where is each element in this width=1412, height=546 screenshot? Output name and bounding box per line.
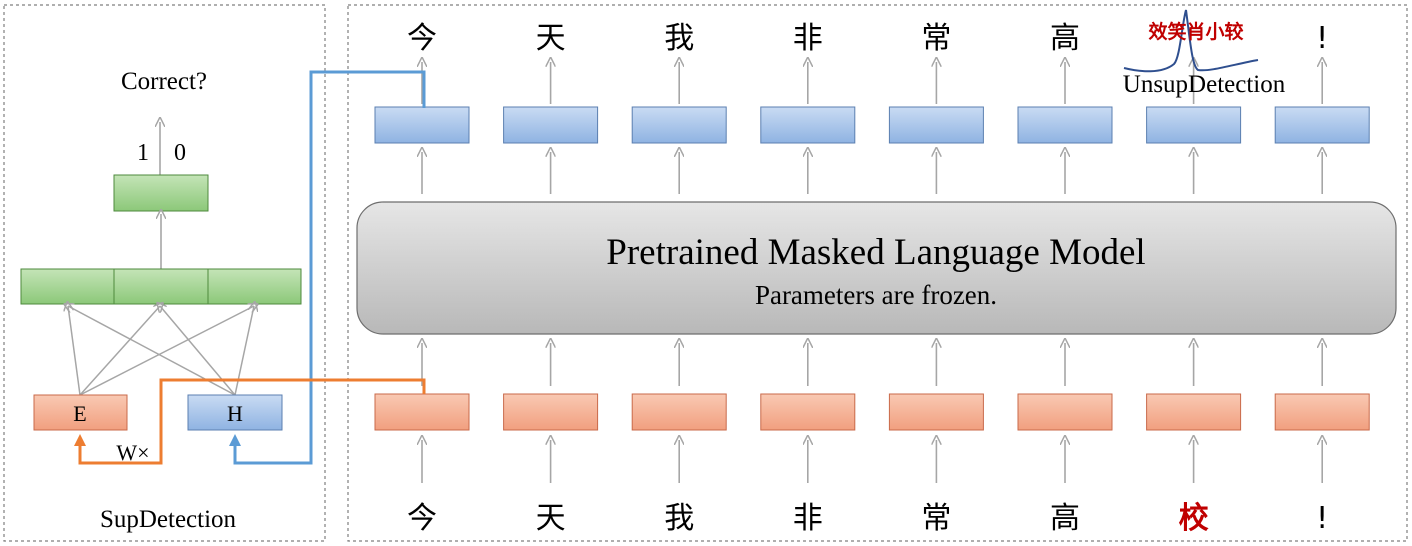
token-columns: 今今天天我我非非常常高高校!! [374, 21, 1370, 536]
unsup-detection-wave [1123, 9, 1259, 73]
input-embedding-box-7 [1274, 393, 1370, 431]
output-token-1: 天 [536, 21, 566, 56]
hidden-layer-cell-2 [113, 268, 209, 305]
output-token-3: 非 [793, 21, 823, 56]
output-hidden-box-1 [503, 106, 599, 144]
input-embedding-box-1 [503, 393, 599, 431]
sup-detection-caption: SupDetection [100, 506, 237, 533]
input-token-7: ! [1316, 501, 1328, 536]
output-token-7: ! [1316, 21, 1328, 56]
unsup-detection-overlay-text: 效笑肖小较 [1148, 20, 1243, 43]
input-token-1: 天 [536, 501, 566, 536]
correct-question-label: Correct? [121, 68, 207, 95]
hidden-layer-cell-3 [207, 268, 302, 305]
weight-multiply-label: W× [116, 440, 149, 465]
input-embedding-box-6 [1146, 393, 1242, 431]
unsup-detection-label: UnsupDetection [1123, 71, 1286, 98]
output-hidden-box-4 [888, 106, 984, 144]
e-box [33, 394, 128, 431]
mlm-title: Pretrained Masked Language Model [606, 232, 1145, 273]
input-token-3: 非 [793, 501, 823, 536]
input-embedding-box-5 [1017, 393, 1113, 431]
input-embedding-box-2 [631, 393, 727, 431]
output-hidden-box-6 [1146, 106, 1242, 144]
output-label-zero: 0 [174, 140, 186, 166]
input-token-2: 我 [664, 501, 694, 536]
input-embedding-box-4 [888, 393, 984, 431]
input-token-0: 今 [407, 501, 437, 536]
output-label-one: 1 [137, 140, 149, 166]
output-token-5: 高 [1050, 21, 1080, 56]
output-hidden-box-7 [1274, 106, 1370, 144]
mlm-panel [347, 4, 1408, 542]
classifier-box [113, 174, 209, 212]
input-token-4: 常 [921, 501, 951, 536]
input-token-error-6: 校 [1179, 501, 1209, 536]
output-hidden-box-3 [760, 106, 856, 144]
hidden-layer-cell-1 [20, 268, 115, 305]
input-token-5: 高 [1050, 501, 1080, 536]
output-hidden-box-2 [631, 106, 727, 144]
output-hidden-box-0 [374, 106, 470, 144]
input-embedding-box-0 [374, 393, 470, 431]
input-embedding-box-3 [760, 393, 856, 431]
e-box-label: E [73, 401, 86, 426]
mlm-subtitle: Parameters are frozen. [755, 280, 997, 310]
output-hidden-box-5 [1017, 106, 1113, 144]
sup-detection-panel [3, 4, 326, 542]
hidden-state-path [229, 70, 426, 465]
output-token-2: 我 [664, 21, 694, 56]
embedding-path [74, 378, 426, 465]
h-box [187, 394, 283, 431]
output-token-4: 常 [921, 21, 951, 56]
output-token-0: 今 [407, 21, 437, 56]
mlm-box [356, 201, 1397, 335]
h-box-label: H [227, 401, 243, 426]
